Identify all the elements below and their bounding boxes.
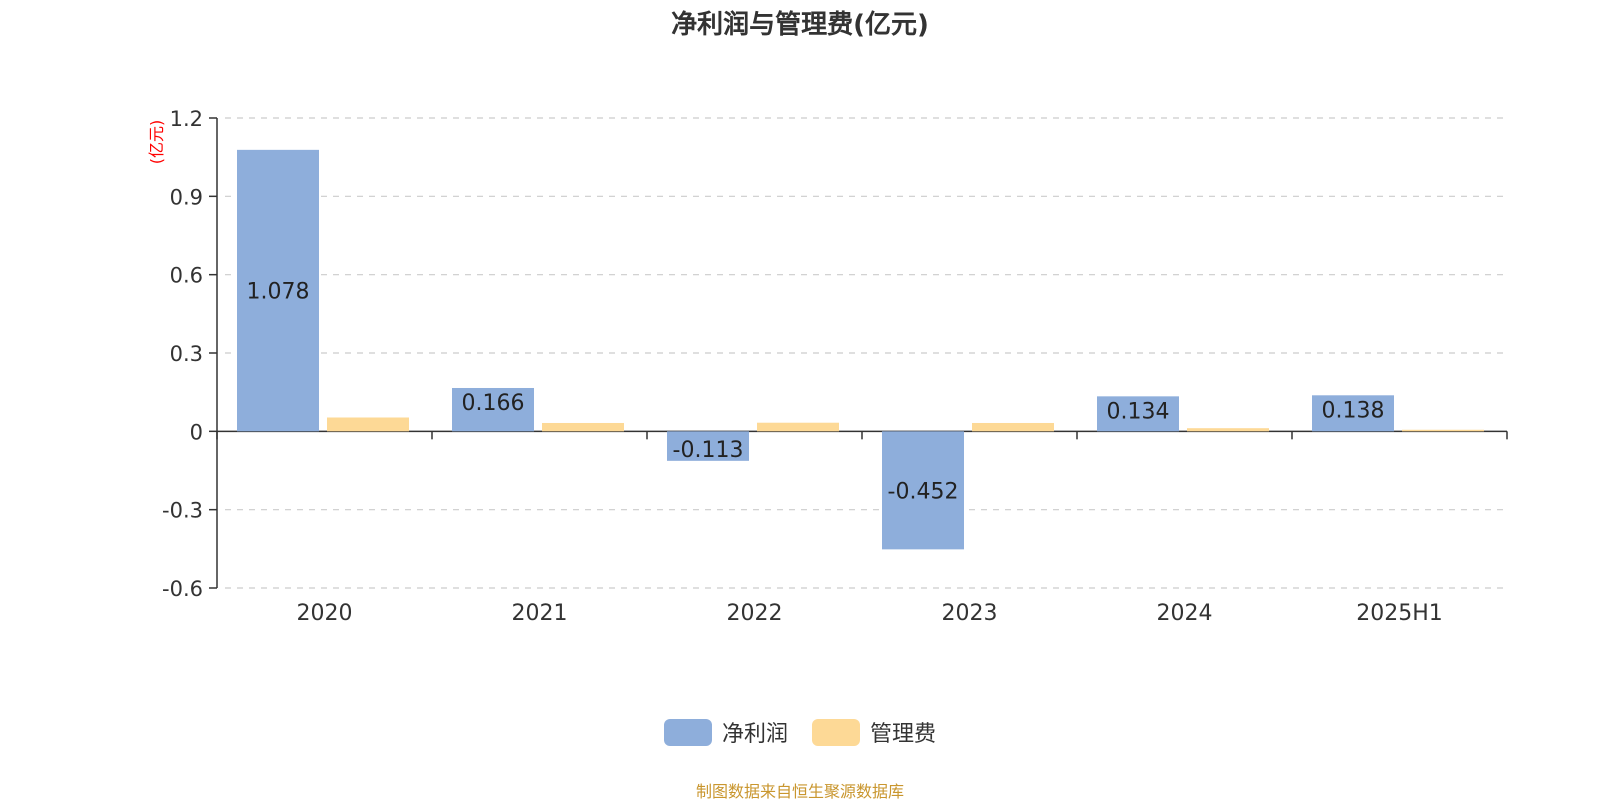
bar-net-profit — [667, 431, 749, 461]
bar-admin-expense — [327, 417, 409, 432]
x-tick-label: 2022 — [727, 601, 783, 626]
x-tick-label: 2023 — [942, 601, 998, 626]
source-note: 制图数据来自恒生聚源数据库 — [695, 782, 904, 801]
legend-item-admin-expense[interactable]: 管理费 — [812, 716, 936, 748]
data-label: -0.113 — [673, 438, 744, 463]
legend-label-net-profit: 净利润 — [721, 722, 788, 747]
data-label: 1.078 — [247, 280, 310, 305]
data-label: -0.452 — [888, 479, 959, 504]
legend-swatch-net-profit — [663, 718, 712, 746]
bar-admin-expense — [1187, 428, 1269, 432]
x-tick-label: 2024 — [1157, 601, 1213, 626]
y-tick-label: 0.9 — [170, 185, 203, 209]
legend-label-admin-expense: 管理费 — [870, 722, 937, 747]
x-tick-label: 2020 — [297, 601, 353, 626]
bar-net-profit — [1312, 395, 1394, 432]
y-tick-label: -0.3 — [162, 499, 203, 523]
y-tick-label: 0 — [190, 420, 203, 444]
bar-net-profit — [1097, 396, 1179, 432]
y-axis-label: (亿元) — [147, 120, 166, 165]
bar-net-profit — [882, 431, 964, 550]
legend: 净利润 管理费 — [0, 716, 1600, 748]
bar-net-profit — [237, 149, 319, 432]
data-label: 0.134 — [1107, 399, 1170, 424]
y-tick-label: 0.3 — [170, 342, 203, 366]
bar-admin-expense — [542, 422, 624, 432]
y-tick-label: -0.6 — [162, 577, 203, 601]
y-tick-label: 0.6 — [170, 264, 203, 288]
legend-swatch-admin-expense — [812, 718, 860, 746]
bar-net-profit — [452, 387, 534, 432]
y-tick-label: 1.2 — [170, 107, 203, 131]
legend-item-net-profit[interactable]: 净利润 — [663, 716, 788, 748]
bar-admin-expense — [972, 422, 1054, 432]
bar-admin-expense — [757, 422, 839, 432]
data-label: 0.166 — [462, 391, 525, 416]
chart-title: 净利润与管理费(亿元) — [671, 10, 929, 40]
data-label: 0.138 — [1322, 398, 1385, 423]
x-tick-label: 2021 — [512, 601, 568, 626]
bar-admin-expense — [1402, 429, 1484, 432]
x-tick-label: 2025H1 — [1356, 601, 1443, 626]
